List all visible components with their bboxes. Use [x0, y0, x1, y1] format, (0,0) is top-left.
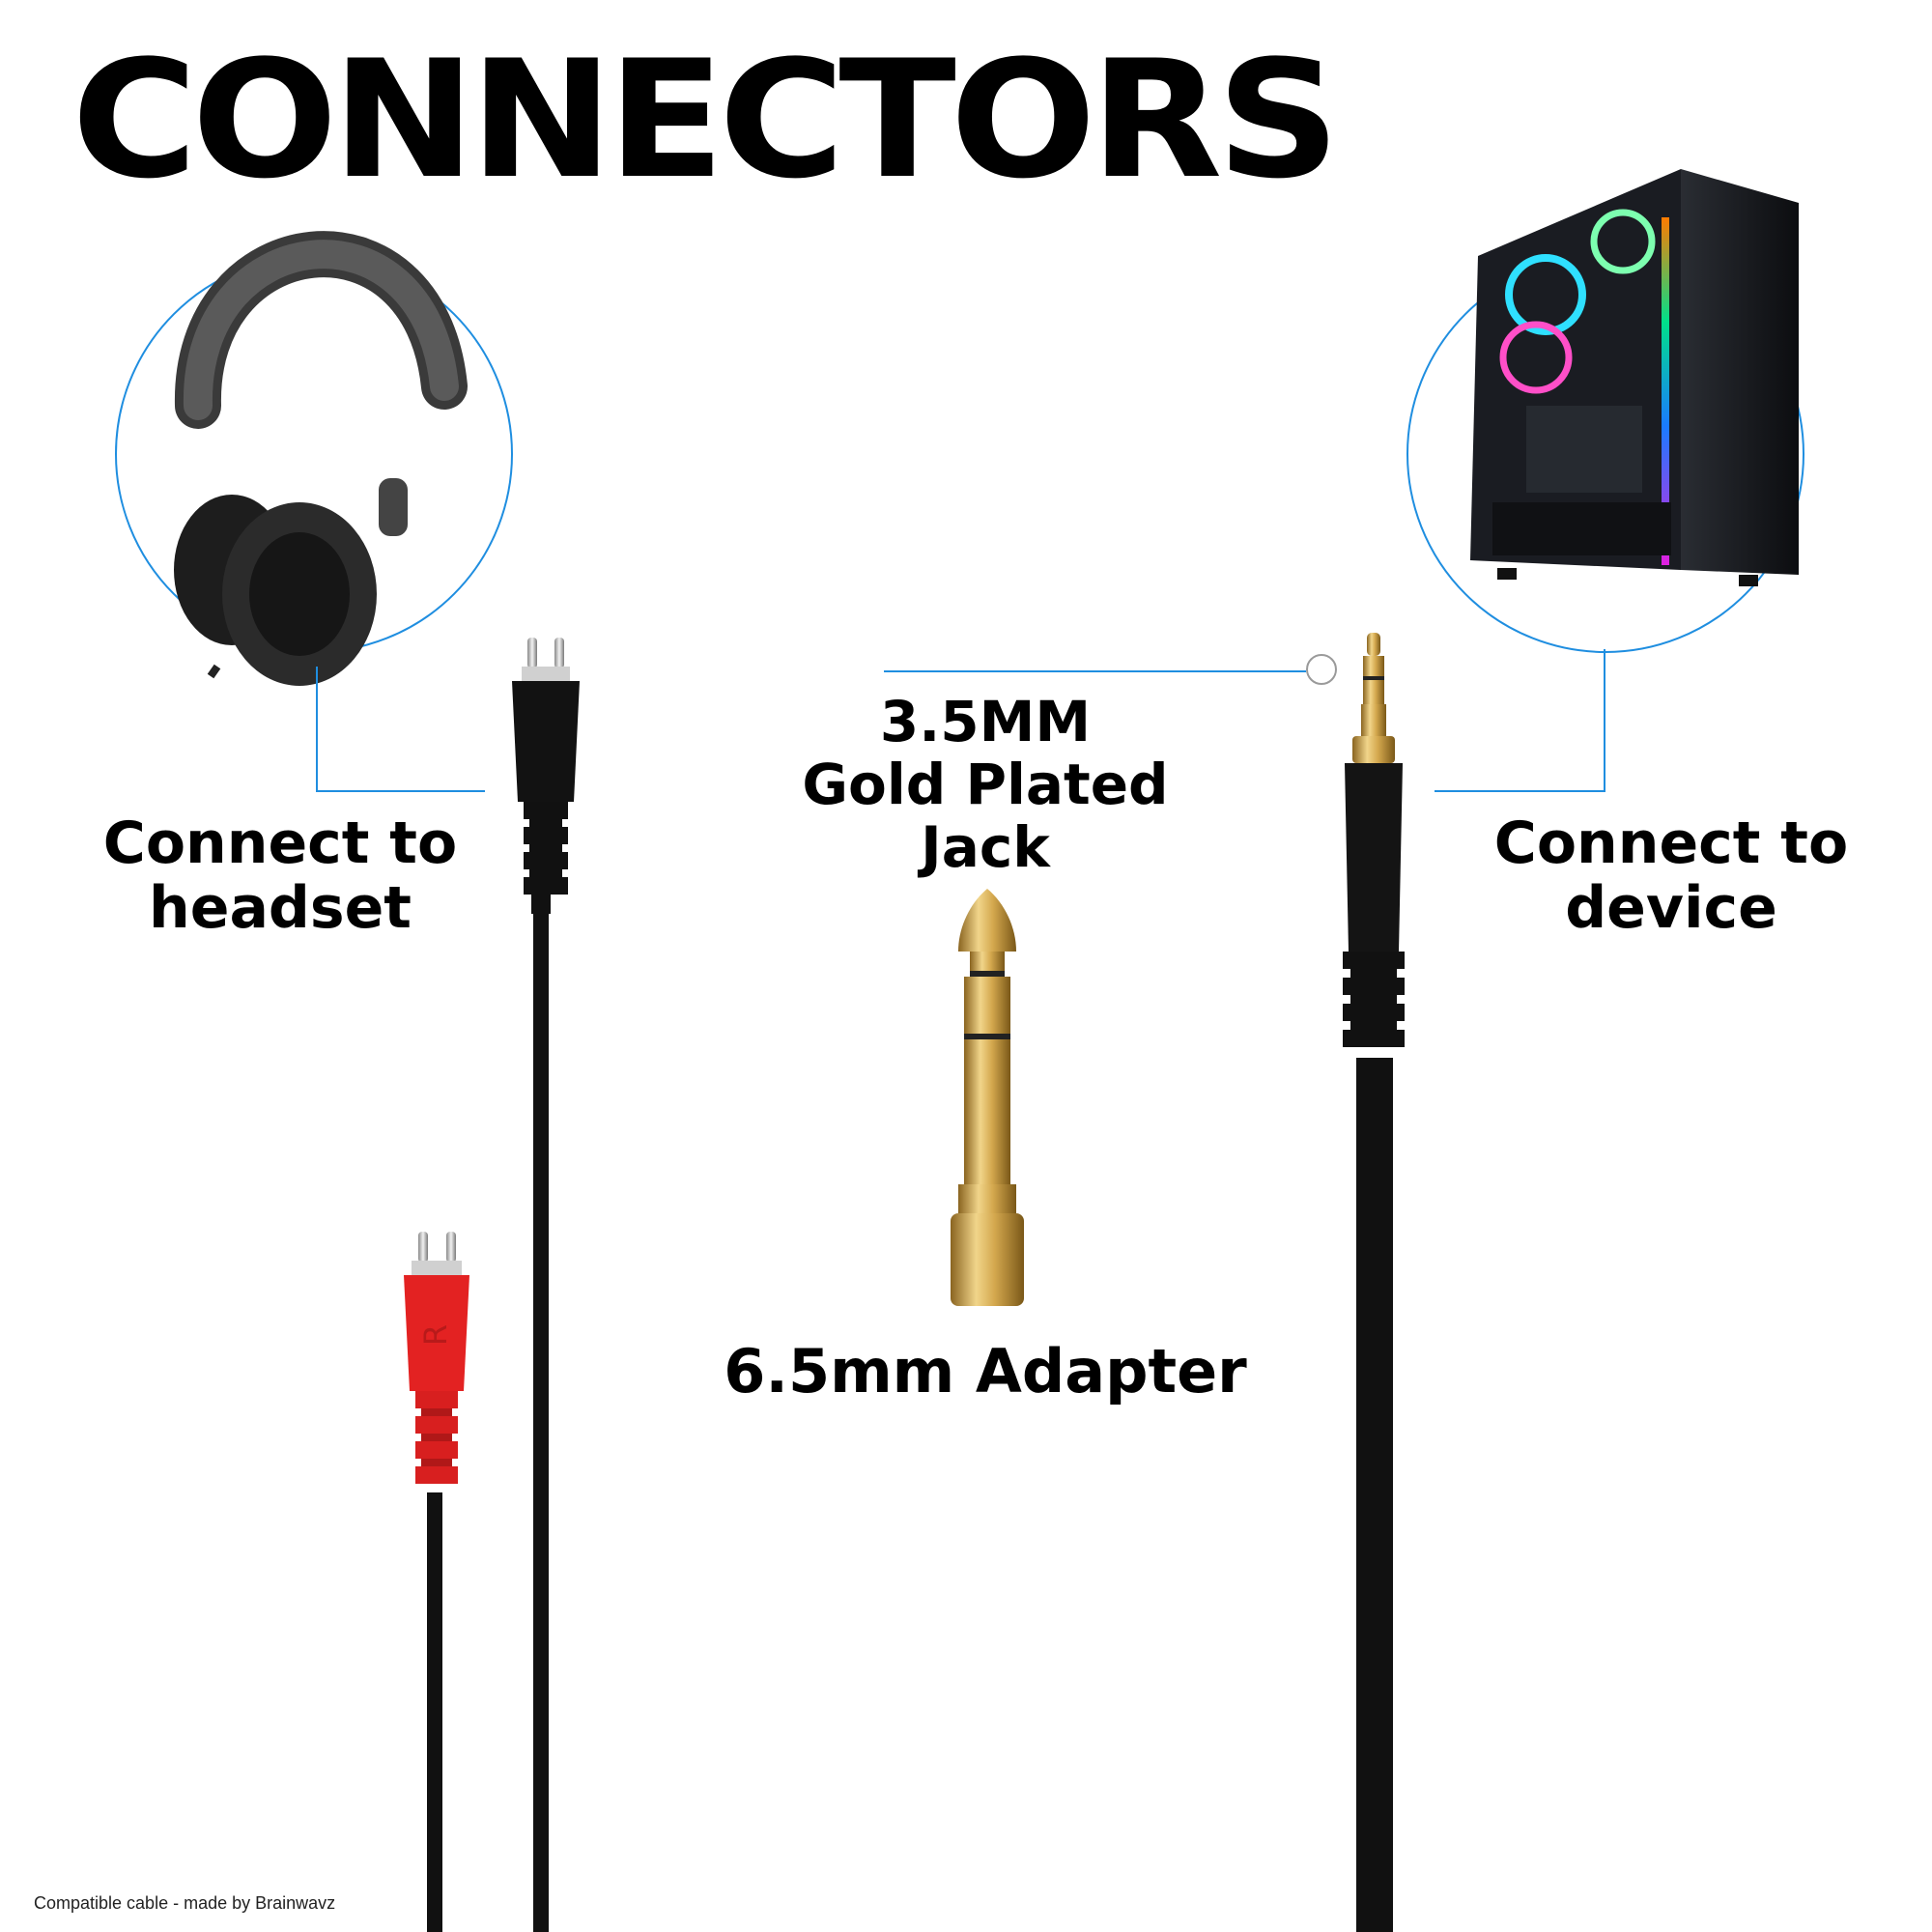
pc-case-image — [1470, 169, 1799, 586]
jack-connector-dot — [1306, 654, 1337, 685]
jack-label-line2: Gold Plated — [802, 751, 1169, 817]
footnote: Compatible cable - made by Brainwavz — [34, 1893, 336, 1913]
device-label-line2: device — [1565, 874, 1777, 943]
device-connector-line-h — [1435, 790, 1605, 792]
headset-label: Connect to headset — [87, 810, 473, 943]
device-label: Connect to device — [1478, 810, 1864, 943]
headset-label-line1: Connect to — [102, 810, 458, 877]
headset-label-line2: headset — [149, 874, 412, 943]
headset-connector-line-v — [316, 667, 318, 792]
device-label-line1: Connect to — [1493, 810, 1849, 877]
headphones-image — [174, 231, 468, 686]
right-jack-cable — [1343, 633, 1405, 1932]
jack-label: 3.5MM Gold Plated Jack — [763, 691, 1208, 879]
adapter-label: 6.5mm Adapter — [724, 1336, 1247, 1406]
jack-label-line1: 3.5MM — [879, 689, 1092, 754]
gold-adapter-image — [951, 889, 1024, 1306]
device-connector-line-v — [1604, 649, 1605, 792]
headset-connector-line-h — [316, 790, 485, 792]
page-title: CONNECTORS — [71, 25, 1340, 214]
left-black-cable — [512, 638, 580, 1932]
svg-text:R: R — [417, 1324, 454, 1346]
jack-connector-line — [884, 670, 1306, 672]
jack-label-line3: Jack — [921, 813, 1050, 880]
red-connector-cable: R — [404, 1232, 469, 1932]
